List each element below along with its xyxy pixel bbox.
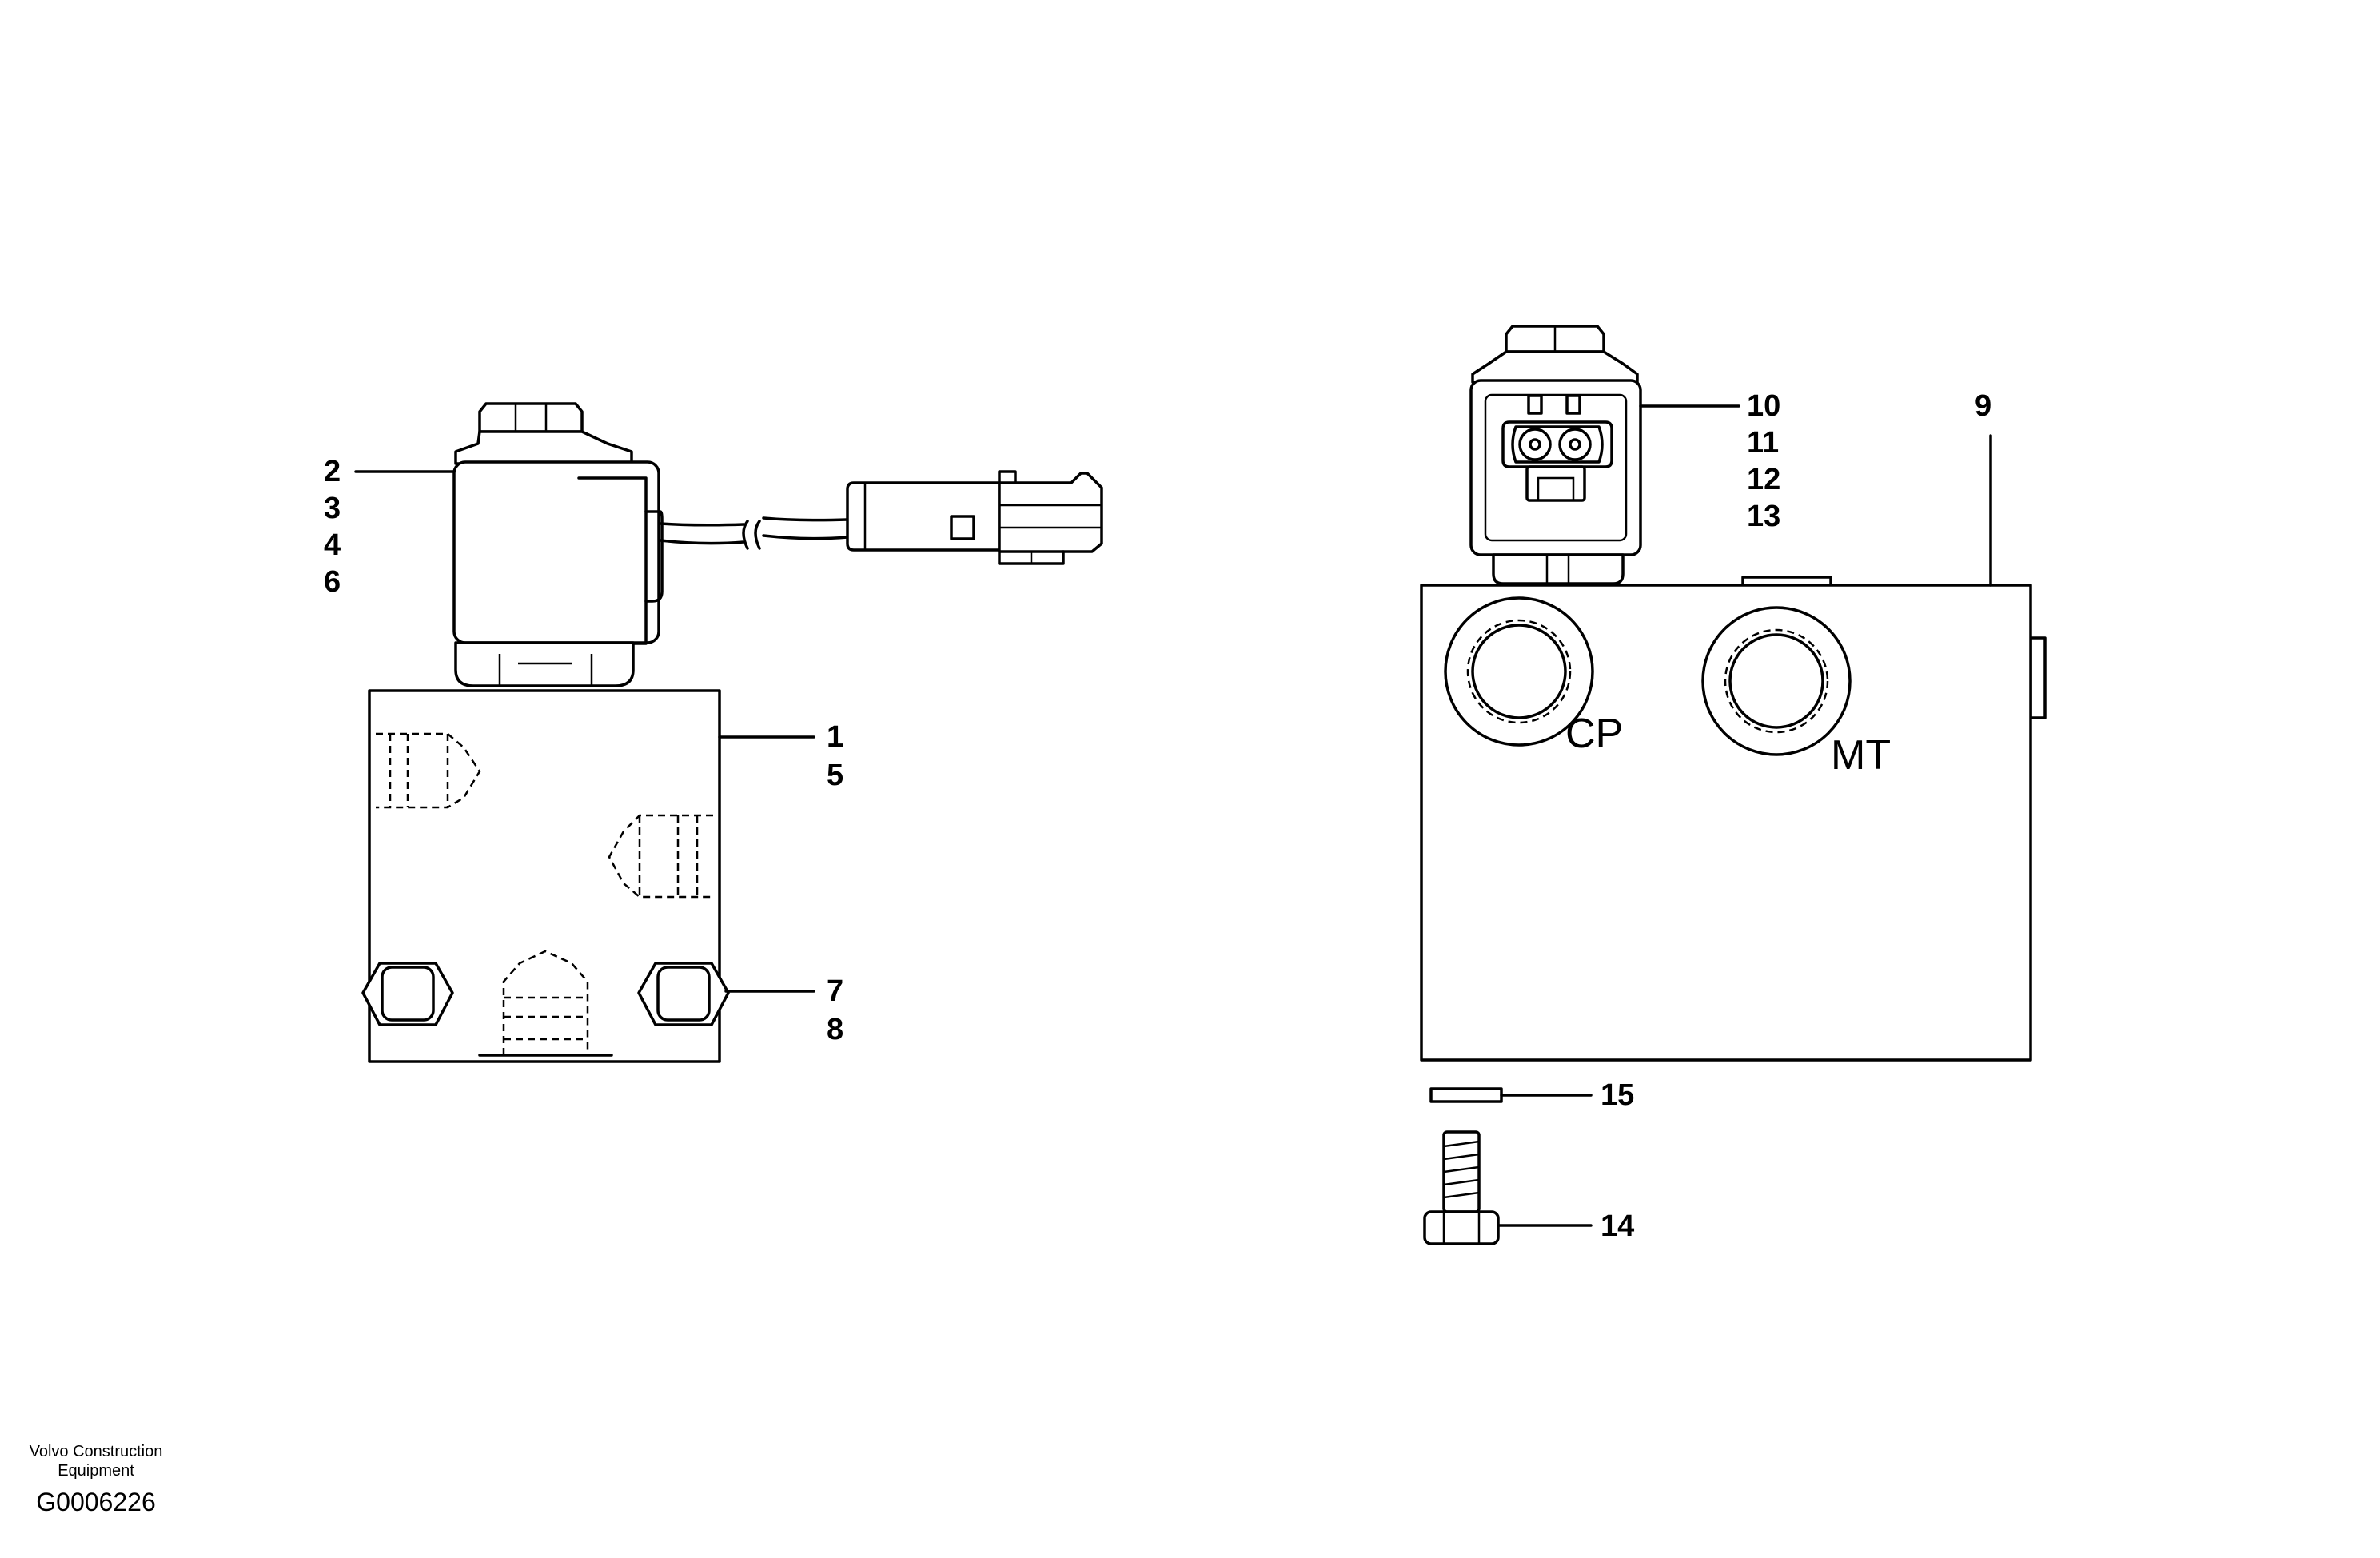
left-solenoid-coil: [452, 402, 664, 687]
callout-10: 10: [1747, 389, 1780, 423]
port-label-mt: MT: [1831, 732, 1891, 779]
callout-2: 2: [324, 455, 341, 488]
left-wire-harness: [659, 516, 849, 550]
left-electrical-plug: [846, 470, 1103, 565]
callout-5: 5: [827, 759, 843, 792]
callout-12: 12: [1747, 463, 1780, 496]
callout-14: 14: [1601, 1209, 1634, 1243]
callout-7: 7: [827, 974, 843, 1008]
callout-13: 13: [1747, 500, 1780, 533]
bolt-part-14: [1423, 1130, 1500, 1245]
callout-11: 11: [1747, 426, 1779, 460]
callout-8: 8: [827, 1013, 843, 1046]
footer-company-line1: Volvo Construction: [30, 1443, 163, 1460]
right-valve-block: [1420, 576, 2047, 1062]
port-label-cp: CP: [1565, 711, 1623, 757]
right-solenoid-coil: [1469, 325, 1642, 585]
footer-drawing-code: G0006226: [36, 1488, 155, 1516]
callout-9: 9: [1975, 389, 1991, 423]
callout-15: 15: [1601, 1078, 1634, 1112]
callout-1: 1: [827, 720, 843, 754]
callout-6: 6: [324, 565, 341, 599]
callout-3: 3: [324, 492, 341, 525]
shim-part-15: [1429, 1087, 1503, 1103]
footer-company-line2: Equipment: [58, 1462, 134, 1480]
left-valve-block: [361, 689, 730, 1063]
callout-4: 4: [324, 528, 341, 562]
